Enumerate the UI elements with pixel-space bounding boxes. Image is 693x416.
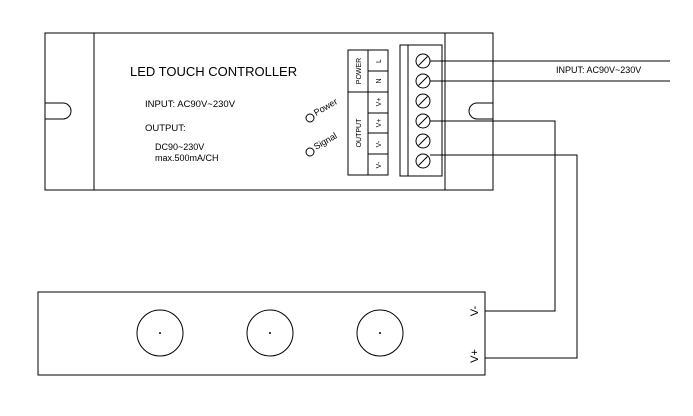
screw-terminal-1 — [415, 53, 431, 69]
screw-terminal-6 — [415, 153, 431, 169]
screw-terminal-2 — [415, 73, 431, 89]
output-label: OUTPUT: — [145, 123, 186, 134]
controller-housing — [44, 32, 494, 191]
terminal-label-n: N — [376, 78, 383, 83]
terminal-label-l: L — [376, 59, 383, 63]
input-wires — [430, 60, 670, 82]
signal-led: Signal — [305, 131, 339, 157]
screw-terminal-4 — [415, 113, 431, 129]
signal-led-label: Signal — [312, 131, 339, 152]
screw-terminal-5 — [415, 133, 431, 149]
terminal-label-v-minus-1: V- — [376, 140, 383, 147]
touch-button-1 — [136, 309, 184, 357]
input-spec: INPUT: AC90V~230V — [145, 99, 236, 110]
touch-button-2 — [246, 309, 294, 357]
terminal-label-table: POWER OUTPUT L N V+ V+ V- V- — [347, 49, 389, 176]
strip-terminal-plus: V+ — [469, 349, 481, 363]
output-voltage: DC90~230V — [155, 142, 204, 152]
terminal-label-v-plus-2: V+ — [376, 119, 383, 128]
power-led-label: Power — [312, 96, 339, 117]
output-group-label: OUTPUT — [356, 118, 363, 148]
screw-terminal-3 — [415, 93, 431, 109]
output-wire-v-plus — [430, 154, 578, 359]
power-led: Power — [305, 96, 339, 123]
input-wire-label: INPUT: AC90V~230V — [556, 65, 641, 75]
output-wire-v-minus — [430, 120, 556, 312]
touch-panel — [37, 291, 486, 376]
controller-title: LED TOUCH CONTROLLER — [130, 64, 297, 79]
output-current: max.500mA/CH — [155, 153, 219, 163]
strip-terminal-minus: V- — [469, 305, 481, 316]
terminal-label-v-plus-1: V+ — [376, 98, 383, 107]
terminal-label-v-minus-2: V- — [376, 161, 383, 168]
touch-button-3 — [356, 309, 404, 357]
power-group-label: POWER — [356, 58, 363, 84]
terminal-block — [399, 44, 443, 177]
